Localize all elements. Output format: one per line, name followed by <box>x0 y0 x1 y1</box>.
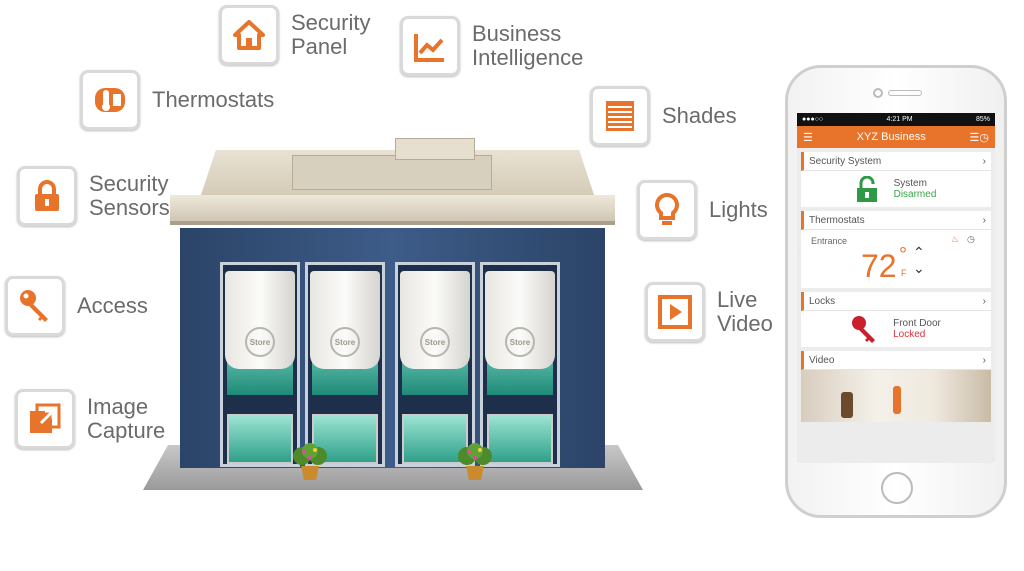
storefront-window: Store <box>305 262 385 467</box>
flower-pot-icon <box>293 443 327 480</box>
card-title: Locks <box>809 295 836 307</box>
image-capture-icon <box>15 389 75 449</box>
card-title: Thermostats <box>809 214 865 226</box>
thermostat-zone: Entrance <box>811 236 848 246</box>
store-logo: Store <box>245 327 275 357</box>
thermostat-card[interactable]: Thermostats › Entrance ♨ ◷ 72 ° F ⌃ ⌄ <box>801 211 991 288</box>
storefront-window: Store <box>395 262 475 467</box>
temperature-unit: F <box>901 268 907 278</box>
feature-label: Shades <box>662 103 737 128</box>
battery-level: 85% <box>975 116 990 123</box>
thermostat-icon <box>80 70 140 130</box>
feature-label: Thermostats <box>152 87 275 112</box>
awning: Store <box>310 271 380 369</box>
storefront-window: Store <box>220 262 300 467</box>
awning: Store <box>225 271 295 369</box>
speaker <box>888 90 922 96</box>
roof-vent-top <box>395 138 475 160</box>
lightbulb-icon <box>637 180 697 240</box>
clock-icon[interactable]: ◷ <box>967 234 975 244</box>
temp-up-button[interactable]: ⌃ <box>913 244 925 260</box>
lock-status: Locked <box>893 329 926 340</box>
feature-label: Security Sensors <box>89 171 170 220</box>
feature-label: Image Capture <box>87 394 166 443</box>
temp-down-button[interactable]: ⌄ <box>913 260 925 276</box>
feature-security-sensors: Security Sensors <box>17 166 170 226</box>
feature-label: Live Video <box>717 287 773 336</box>
signal-indicator: ●●●○○ <box>802 116 824 123</box>
status-bar: ●●●○○ 4:21 PM 85% <box>797 113 995 126</box>
temperature-value: 72 <box>861 248 897 284</box>
card-title: Security System <box>809 155 882 167</box>
building-cornice <box>170 195 615 225</box>
chevron-right-icon[interactable]: › <box>982 155 986 167</box>
menu-icon[interactable]: ☰ <box>803 131 813 144</box>
chevron-right-icon[interactable]: › <box>982 354 986 366</box>
shades-icon <box>590 86 650 146</box>
flower-pot-icon <box>458 443 492 480</box>
feature-shades: Shades <box>590 86 737 146</box>
feature-label: Access <box>77 293 148 318</box>
security-status: Disarmed <box>893 189 937 200</box>
feature-security-panel: Security Panel <box>219 5 370 65</box>
key-icon <box>852 316 876 343</box>
checklist-icon[interactable]: ☰◷ <box>969 131 989 144</box>
status-label: System <box>893 178 927 189</box>
lock-name: Front Door <box>893 318 941 329</box>
chevron-right-icon[interactable]: › <box>982 214 986 226</box>
awning: Store <box>485 271 555 369</box>
video-thumbnail[interactable] <box>801 370 991 422</box>
unlocked-padlock-icon <box>856 176 877 202</box>
flame-icon: ♨ <box>951 234 960 244</box>
app-header: ☰ XYZ Business ☰◷ <box>797 126 995 148</box>
roof-vent <box>292 155 492 190</box>
feature-label: Security Panel <box>291 10 371 59</box>
feature-live-video: Live Video <box>645 282 773 342</box>
home-button[interactable] <box>881 472 913 504</box>
feature-image-capture: Image Capture <box>15 389 165 449</box>
store-logo: Store <box>505 327 535 357</box>
chevron-right-icon[interactable]: › <box>982 295 986 307</box>
camera <box>873 88 883 98</box>
store-logo: Store <box>420 327 450 357</box>
feature-label: Lights <box>709 197 768 222</box>
chart-icon <box>400 16 460 76</box>
card-title: Video <box>809 354 835 366</box>
feature-thermostats: Thermostats <box>80 70 274 130</box>
app-title: XYZ Business <box>856 131 926 143</box>
play-icon <box>645 282 705 342</box>
status-time: 4:21 PM <box>886 116 913 123</box>
awning: Store <box>400 271 470 369</box>
storefront-window: Store <box>480 262 560 467</box>
phone-screen: ●●●○○ 4:21 PM 85% ☰ XYZ Business ☰◷ Secu… <box>797 113 995 463</box>
key-icon <box>5 276 65 336</box>
feature-lights: Lights <box>637 180 768 240</box>
degree-symbol: ° <box>899 244 907 266</box>
video-card[interactable]: Video › <box>801 351 991 422</box>
house-icon <box>219 5 279 65</box>
feature-access: Access <box>5 276 148 336</box>
store-logo: Store <box>330 327 360 357</box>
feature-business-intelligence: Business Intelligence <box>400 16 583 76</box>
lock-icon <box>17 166 77 226</box>
feature-label: Business Intelligence <box>472 21 584 70</box>
